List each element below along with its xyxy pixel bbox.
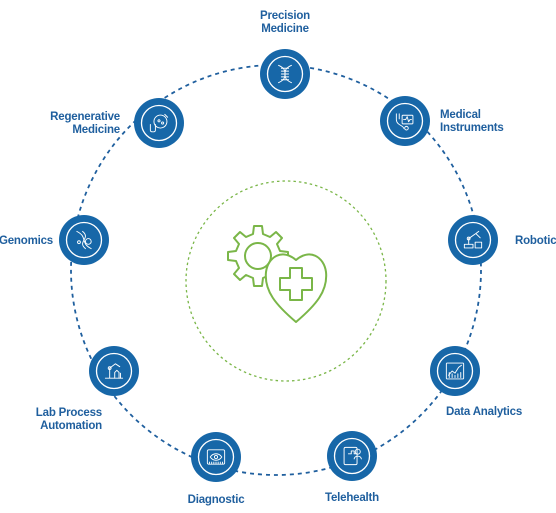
node-inner-ring [197,438,235,476]
gear-heart-plus-icon [227,225,328,323]
label-telehealth: Telehealth [325,492,379,505]
node-inner-ring [454,221,492,259]
node-inner-ring [436,352,474,390]
stethoscope-monitor-icon [395,113,414,131]
node-inner-ring [65,221,103,259]
label-line: Diagnostic [187,494,245,506]
node-inner-ring [386,102,424,140]
genome-icon [76,230,92,250]
node-precision-medicine [260,49,310,99]
inner-ring [185,180,387,382]
label-line: Medicine [261,23,309,35]
label-line: Automation [40,420,102,432]
label-line: Instruments [440,122,504,134]
node-medical-instruments [380,96,430,146]
label-line: Lab Process [35,407,102,419]
label-line: Robotics [515,235,556,247]
node-data-analytics [430,346,480,396]
node-regenerative-medicine [134,98,184,148]
eye-scan-icon [206,449,226,465]
node-lab-process-automation [89,346,139,396]
label-line: Precision [260,10,310,22]
label-line: Medicine [72,124,120,136]
label-line: Data Analytics [446,406,523,418]
label-line: Telehealth [324,492,380,504]
label-data-analytics: Data Analytics [446,406,522,419]
label-line: Genomics [0,235,53,247]
label-line: Regenerative [50,111,120,123]
node-inner-ring [333,437,371,475]
label-genomics: Genomics [0,235,53,248]
analytics-chart-icon [445,362,465,380]
outer-ring [70,64,482,476]
lab-robot-icon [104,363,124,379]
dna-helix-icon [278,64,292,84]
petri-dish-icon [149,113,169,133]
tablet-doctor-icon [343,446,362,466]
node-robotics [448,215,498,265]
node-inner-ring [95,352,133,390]
node-diagnostic [191,432,241,482]
label-robotics: Robotics [515,235,556,248]
node-telehealth [327,431,377,481]
node-inner-ring [266,55,304,93]
robot-arm-icon [463,230,483,249]
node-genomics [59,215,109,265]
label-diagnostic: Diagnostic [188,494,245,507]
node-inner-ring [140,104,178,142]
label-line: Medical [440,109,481,121]
